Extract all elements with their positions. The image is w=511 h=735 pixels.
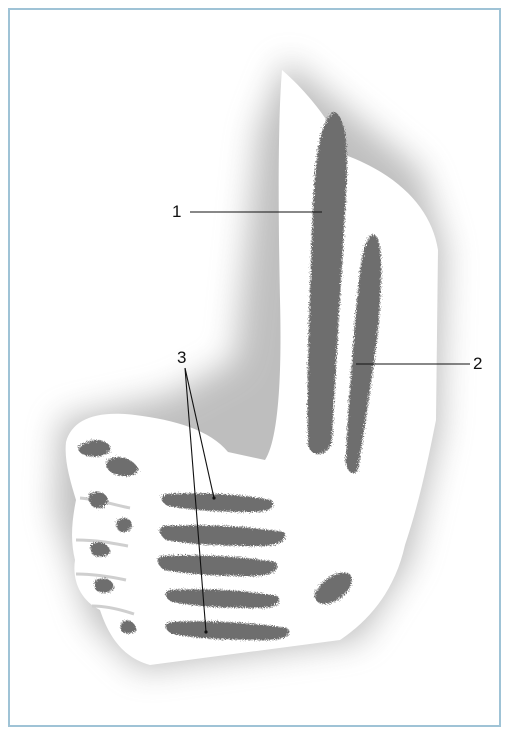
callout-label-1: 1 (172, 203, 181, 220)
leader-dot (204, 630, 207, 633)
callout-label-3: 3 (177, 349, 186, 366)
callout-label-2: 2 (473, 355, 482, 372)
leader-dot (212, 496, 215, 499)
